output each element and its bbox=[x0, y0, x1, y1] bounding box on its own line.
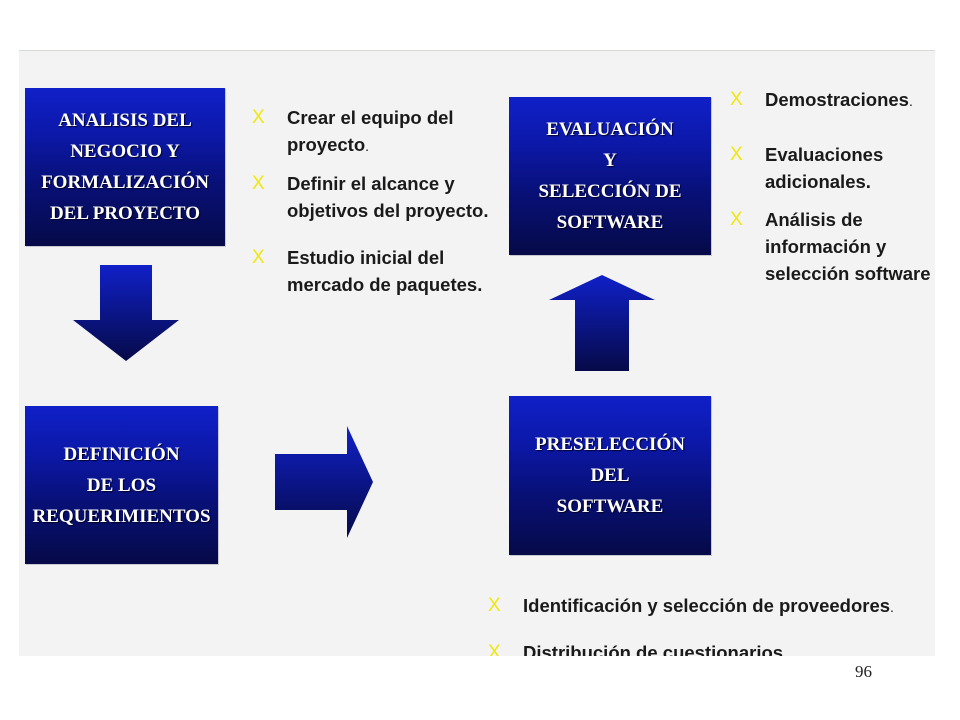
bullet-text: Demostraciones bbox=[765, 89, 909, 110]
bullet-suffix: . bbox=[890, 599, 894, 615]
bullet-line: Identificación y selección de proveedore… bbox=[523, 592, 894, 621]
x-marker-icon: X bbox=[730, 89, 743, 110]
box-line: Y bbox=[603, 150, 617, 171]
x-marker-icon: X bbox=[252, 247, 265, 268]
box-line: DEFINICIÓN bbox=[63, 443, 180, 465]
x-marker-icon: X bbox=[488, 595, 501, 616]
bullet-item: X Análisis de información y selección so… bbox=[730, 206, 931, 287]
x-marker-icon: X bbox=[252, 173, 265, 194]
bullet-line: Demostraciones. bbox=[765, 86, 931, 115]
box-line: REQUERIMIENTOS bbox=[32, 505, 211, 527]
bullet-line: Análisis de bbox=[765, 209, 863, 230]
box-line: SOFTWARE bbox=[556, 496, 664, 517]
bullet-item: X Distribución de cuestionarios bbox=[488, 639, 894, 656]
arrow-up-icon bbox=[549, 275, 655, 371]
x-marker-icon: X bbox=[730, 144, 743, 165]
bullet-line: Distribución de cuestionarios bbox=[523, 642, 784, 656]
bullet-list-analisis: X Crear el equipo del proyecto. X Defini… bbox=[252, 104, 489, 298]
box-line: DE LOS bbox=[86, 474, 157, 496]
box-evaluacion-seleccion: EVALUACIÓN Y SELECCIÓN DE SOFTWARE bbox=[509, 97, 711, 255]
bullet-line: información y bbox=[765, 236, 887, 257]
bullet-line: proyecto. bbox=[287, 131, 489, 160]
bullet-suffix: . bbox=[365, 138, 370, 154]
bullet-item: X Crear el equipo del proyecto. bbox=[252, 104, 489, 160]
box-line: FORMALIZACIÓN bbox=[41, 172, 209, 193]
diagram-panel: ANALISIS DEL NEGOCIO Y FORMALIZACIÓN DEL… bbox=[19, 50, 935, 656]
bullet-text: proyecto bbox=[287, 134, 366, 155]
bullet-line: selección software bbox=[765, 263, 931, 284]
bullet-line: Evaluaciones bbox=[765, 144, 884, 165]
x-marker-icon: X bbox=[488, 642, 501, 656]
arrow-down-icon bbox=[73, 265, 179, 361]
bullet-line: Estudio inicial del bbox=[287, 247, 445, 268]
bullet-text: Identificación y selección de proveedore… bbox=[523, 595, 891, 616]
bullet-item: X Definir el alcance y objetivos del pro… bbox=[252, 170, 489, 224]
bullet-line: mercado de paquetes. bbox=[287, 274, 483, 295]
bullet-item: X Estudio inicial del mercado de paquete… bbox=[252, 244, 489, 298]
box-definicion-requerimientos: DEFINICIÓN DE LOS REQUERIMIENTOS bbox=[25, 406, 218, 564]
bullet-item: X Identificación y selección de proveedo… bbox=[488, 592, 894, 621]
bullet-line: adicionales. bbox=[765, 171, 871, 192]
bullet-suffix: . bbox=[908, 93, 913, 109]
bullet-line: Crear el equipo del bbox=[287, 107, 454, 128]
page-number: 96 bbox=[855, 662, 872, 681]
bullet-line: Definir el alcance y bbox=[287, 173, 455, 194]
bullet-item: X Evaluaciones adicionales. bbox=[730, 141, 931, 195]
box-line: PRESELECCIÓN bbox=[535, 434, 685, 455]
box-line: ANALISIS DEL bbox=[58, 110, 192, 131]
box-analisis-negocio: ANALISIS DEL NEGOCIO Y FORMALIZACIÓN DEL… bbox=[25, 88, 225, 246]
box-line: DEL bbox=[590, 465, 630, 486]
bullet-item: X Demostraciones. bbox=[730, 86, 931, 115]
box-line: DEL PROYECTO bbox=[49, 203, 201, 224]
box-line: SELECCIÓN DE bbox=[538, 181, 682, 202]
box-line: EVALUACIÓN bbox=[546, 119, 674, 140]
bullet-list-evaluacion: X Demostraciones. X Evaluaciones adicion… bbox=[730, 86, 931, 287]
box-line: NEGOCIO Y bbox=[70, 141, 180, 162]
box-preseleccion-software: PRESELECCIÓN DEL SOFTWARE bbox=[509, 396, 711, 555]
x-marker-icon: X bbox=[730, 209, 743, 230]
x-marker-icon: X bbox=[252, 107, 265, 128]
bullet-list-preseleccion: X Identificación y selección de proveedo… bbox=[488, 592, 894, 656]
arrow-right-icon bbox=[275, 426, 373, 538]
box-line: SOFTWARE bbox=[556, 212, 664, 233]
bullet-line: objetivos del proyecto. bbox=[287, 200, 489, 221]
